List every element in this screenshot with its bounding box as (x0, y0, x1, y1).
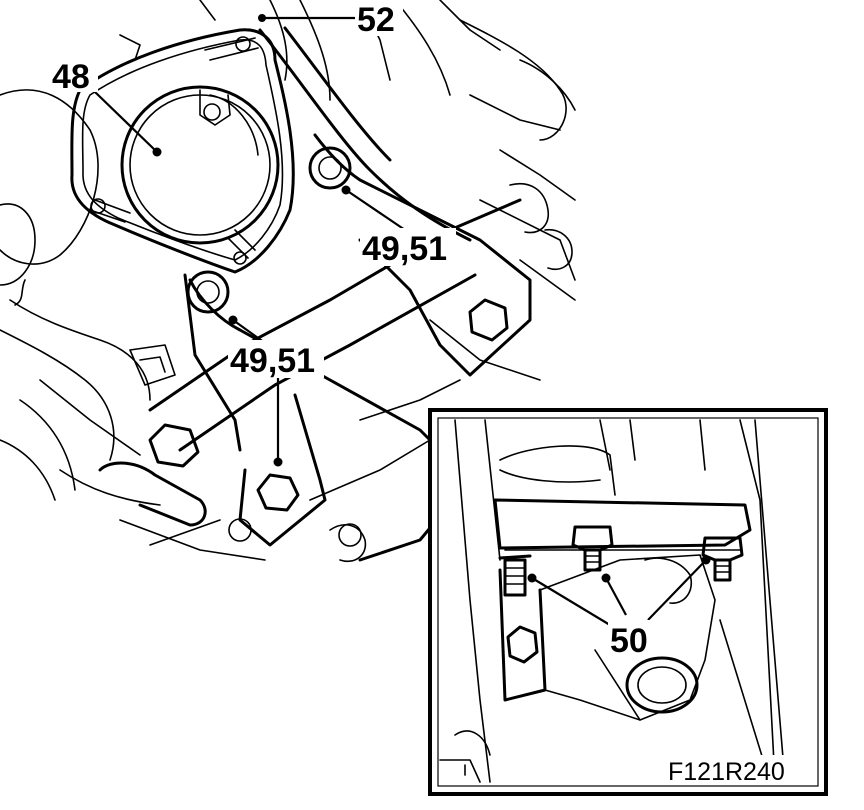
inset-detail: 50 F121R240 (428, 408, 828, 796)
callout-49-51-lower-label: 49,51 (230, 342, 315, 380)
callout-52-label: 52 (357, 1, 395, 39)
stud-middle (571, 525, 614, 572)
callout-48-label: 48 (52, 58, 90, 96)
flange-plate (70, 28, 295, 274)
figure-reference-code: F121R240 (668, 758, 785, 786)
callout-48: 48 (50, 56, 162, 157)
callout-52: 52 (258, 0, 403, 39)
stud-right (701, 536, 744, 582)
callout-50: 50 (527, 555, 711, 660)
stud-left (498, 554, 532, 597)
callout-49-51-lower: 49,51 (228, 315, 324, 467)
bolts-main (98, 146, 509, 547)
engine-background (0, 0, 576, 562)
callout-49-51-upper-label: 49,51 (362, 230, 447, 268)
callout-50-label: 50 (610, 622, 648, 660)
callout-49-51-upper: 49,51 (341, 185, 456, 268)
